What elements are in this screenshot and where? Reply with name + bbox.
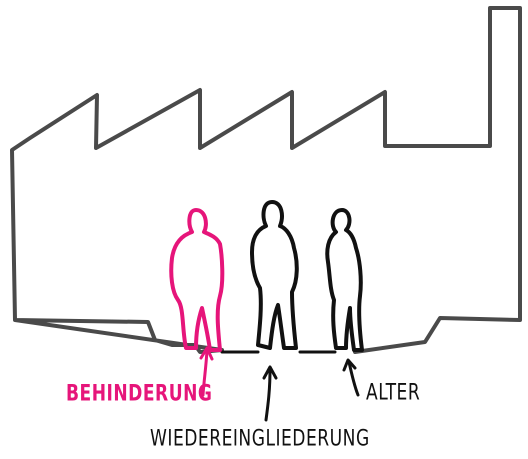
label-wiedereingliederung: WIEDEREINGLIEDERUNG [150, 426, 370, 451]
label-behinderung: BEHINDERUNG [66, 381, 212, 406]
person-figure-right [327, 210, 362, 350]
person-figure-middle [252, 202, 297, 348]
arrow-alter [344, 360, 358, 395]
label-alter: ALTER [366, 380, 420, 405]
factory-outline [12, 8, 520, 352]
person-figure-pink [171, 210, 222, 350]
arrow-wiedereingliederung [264, 367, 276, 420]
